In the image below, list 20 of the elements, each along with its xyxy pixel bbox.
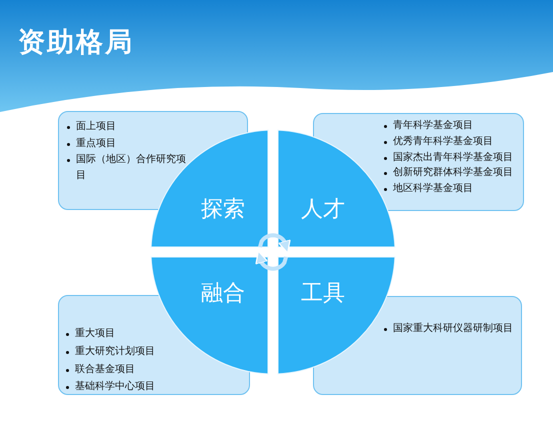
- quadrant-label: 工具: [301, 281, 345, 307]
- quadrant-label: 人才: [301, 197, 345, 223]
- slide-title: 资助格局: [18, 26, 134, 60]
- quadrant-label: 探索: [201, 197, 245, 223]
- cycle-arrow: [255, 250, 288, 271]
- list-item: 创新研究群体科学基金项目: [384, 165, 520, 182]
- list-item: 国家杰出青年科学基金项目: [384, 150, 520, 166]
- quadrant-shape: [278, 257, 395, 374]
- quadrant-shape: [278, 130, 395, 247]
- cycle-arrow: [258, 233, 291, 254]
- quadrant-label: 融合: [201, 281, 245, 307]
- list-item: 国家重大科研仪器研制项目: [384, 321, 514, 337]
- list-item: 地区科学基金项目: [384, 181, 520, 198]
- list-item: 国际（地区）合作研究项目: [67, 152, 187, 184]
- list-item: 面上项目: [67, 119, 187, 135]
- quadrant-shape: [151, 257, 268, 374]
- list-item: 基础科学中心项目: [66, 379, 236, 396]
- list-item: 重点项目: [67, 136, 187, 152]
- list-item: 优秀青年科学基金项目: [384, 134, 520, 150]
- list-item: 青年科学基金项目: [384, 118, 520, 134]
